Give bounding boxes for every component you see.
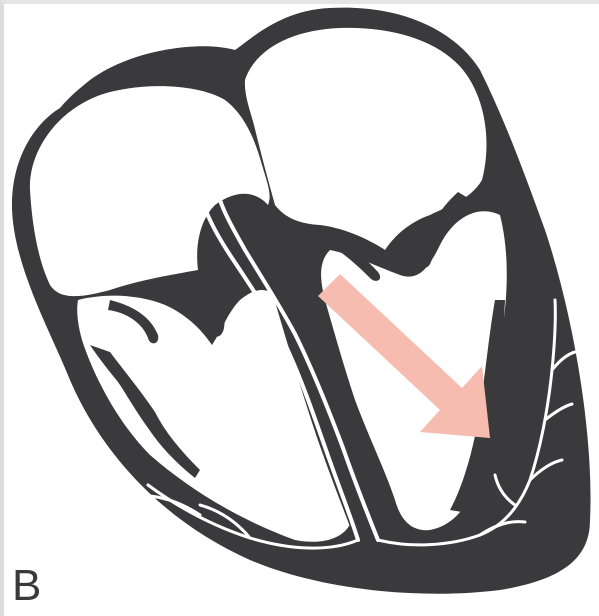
panel-label: B [12, 562, 41, 610]
